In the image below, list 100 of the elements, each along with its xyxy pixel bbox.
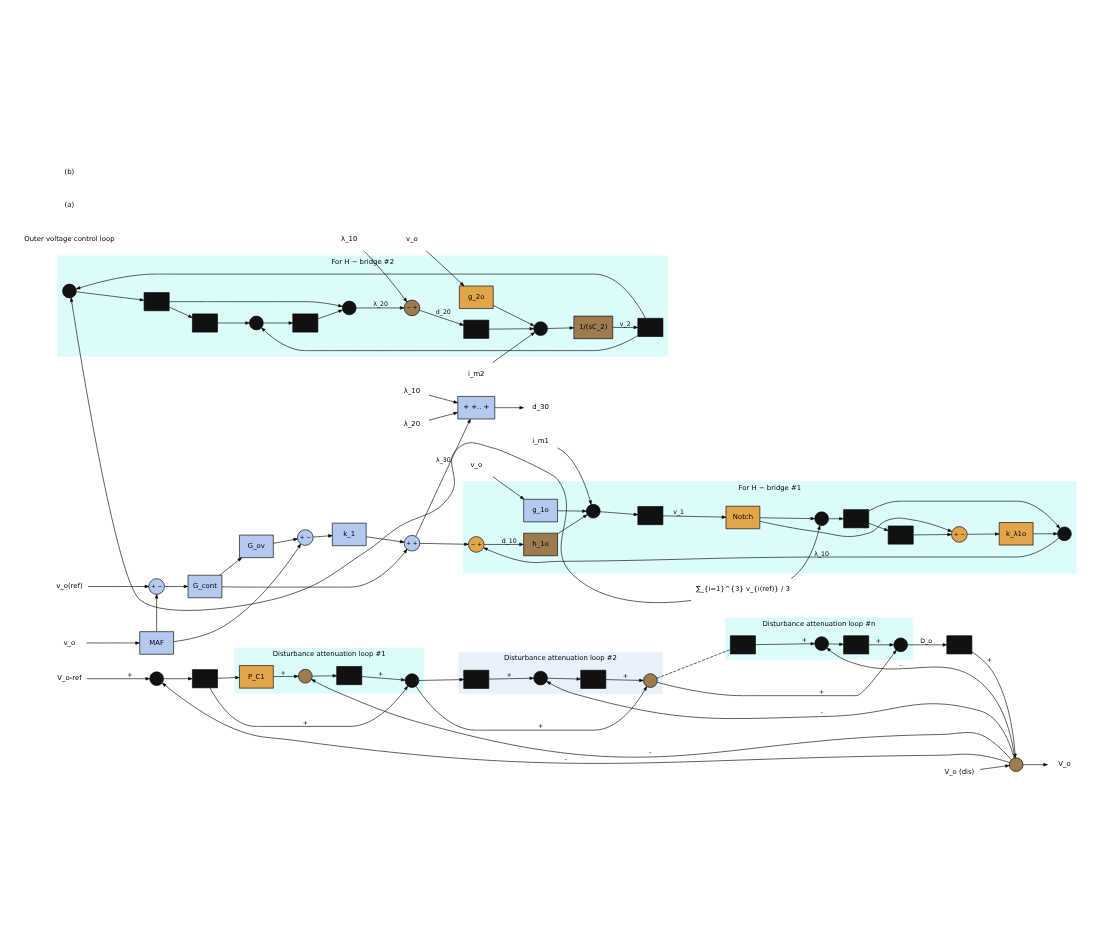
arrow [483,537,1060,563]
arrow [759,517,953,537]
arrow [759,516,815,521]
node-box [946,635,973,655]
arrow [363,250,408,303]
node-box [292,313,319,333]
arrow [415,685,648,731]
arrow [221,549,408,588]
arrow [419,310,464,326]
node-box [463,319,490,339]
node-circle [533,321,548,336]
arrow [1022,763,1048,767]
arrow [907,643,948,647]
arrow [600,511,639,516]
arrow [162,682,1010,764]
arrow [868,522,889,531]
arrow [488,676,534,680]
arrow [164,584,189,589]
arrow [492,476,525,500]
node-box [192,313,218,333]
arrow [217,675,240,680]
node-circle [533,670,548,686]
arrow [86,677,150,681]
node-box [887,525,914,545]
node-box [730,635,756,655]
arrow [365,536,405,544]
node-box [463,669,490,689]
node-box [143,292,170,312]
arrow [428,394,458,404]
node-box [336,666,363,685]
node-circle [814,636,829,651]
node-circle [342,300,357,316]
arrow [662,515,727,519]
node-circle [814,511,829,526]
node-box [580,669,607,689]
arrow [261,327,639,351]
node-circle [643,673,658,688]
arrow [428,411,458,421]
arrow [826,647,1016,759]
arrow [361,676,406,682]
node-box [192,669,218,689]
connector [656,649,731,679]
arrow [868,500,1061,529]
arrow [311,674,337,678]
arrow [419,542,469,546]
node-box [637,506,664,525]
arrow [168,301,343,308]
arrow [493,305,535,327]
arrow [488,327,534,331]
arrow [612,325,638,330]
arrow [546,681,1015,759]
arrow [75,273,646,319]
arrow [547,326,574,330]
arrow [355,306,405,310]
arrow [1032,532,1058,536]
node-box [843,509,870,529]
node-circle [586,504,601,519]
arrow [656,649,897,696]
arrow [70,297,692,611]
arrow [173,543,302,642]
arrow [418,678,464,682]
arrow [828,642,844,646]
arrow [219,557,242,576]
arrow [483,542,524,547]
arrow [547,677,581,681]
arrow [557,514,588,535]
arrow [76,291,145,302]
arrow [494,406,524,410]
node-circle [298,669,313,684]
arrow [425,250,465,287]
arrow [913,532,952,537]
arrow [791,525,821,579]
arrow [557,509,587,513]
arrow [86,641,140,645]
node-box [843,635,870,655]
arrow [415,418,471,537]
node-circle [404,673,420,688]
arrow [317,309,343,320]
arrow [492,332,535,363]
arrow [273,537,298,544]
arrow [217,321,250,325]
arrow [755,642,815,646]
arrow [971,651,1017,759]
arrow [155,594,159,632]
arrow [311,679,1012,760]
arrow [868,643,894,647]
node-circle [62,283,77,299]
arrow [87,584,150,589]
arrow [557,447,592,505]
arrow [163,677,193,681]
arrow [312,534,333,538]
arrow [263,321,293,325]
arrow [966,532,1000,536]
arrow [605,678,644,682]
node-circle [149,671,164,686]
arrow [209,685,408,727]
node-box [637,317,664,337]
arrow [979,764,1010,770]
arrow [273,674,299,678]
node-circle [1008,757,1024,772]
